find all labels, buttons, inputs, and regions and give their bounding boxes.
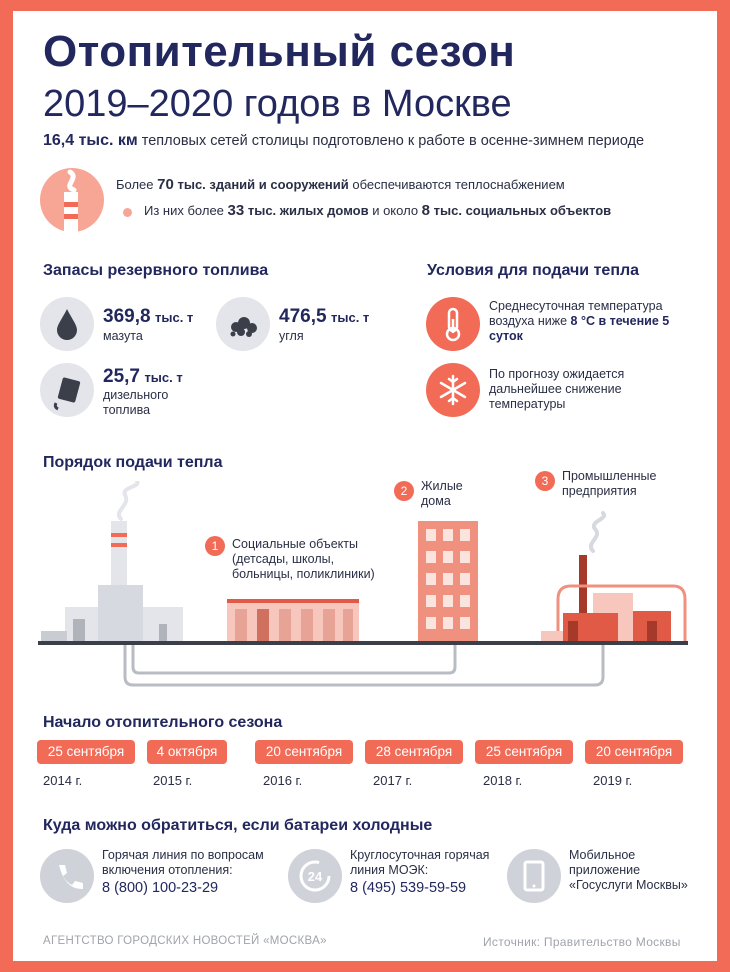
24h-icon: 24 (288, 849, 342, 903)
snowflake-icon (426, 363, 480, 417)
bullet-dot (123, 208, 132, 217)
title-line2: 2019–2020 годов в Москве (43, 83, 512, 125)
heat-supply-illustration (38, 481, 688, 687)
reserve-heading: Запасы резервного топлива (43, 262, 269, 279)
lead-rest: тепловых сетей столицы подготовлено к ра… (141, 133, 645, 149)
season-year-2019: 2019 г. (593, 773, 633, 788)
infographic: Отопительный сезон 2019–2020 годов в Мос… (13, 11, 717, 961)
reserve-label-diesel: дизельного топлива (103, 388, 169, 417)
reserve-label-oil: мазута (103, 329, 143, 343)
contact-hotline-phone[interactable]: 8 (800) 100-23-29 (102, 880, 219, 896)
season-date-2016: 20 сентября (255, 740, 353, 764)
step-3-label: Промышленные предприятия (562, 469, 657, 498)
season-date-2018: 25 сентября (475, 740, 573, 764)
contact-moek-text: Круглосуточная горячая линия МОЭК: (350, 848, 490, 877)
contacts-heading: Куда можно обратиться, если батареи холо… (43, 817, 433, 834)
step-2-label: Жилые дома (421, 479, 463, 508)
step-1-badge: 1 (205, 536, 225, 556)
condition-1: Среднесуточная температура воздуха ниже … (489, 299, 670, 343)
coal-icon (216, 297, 270, 351)
contact-moek-phone[interactable]: 8 (495) 539-59-59 (350, 880, 467, 896)
season-year-2016: 2016 г. (263, 773, 303, 788)
phone-icon (40, 849, 94, 903)
contact-app-text[interactable]: Мобильное приложение «Госуслуги Москвы» (569, 848, 688, 892)
buildings-line2: Из них более 33 тыс. жилых домов и около… (144, 202, 612, 219)
fuel-canister-icon (40, 363, 94, 417)
step-2-badge: 2 (394, 481, 414, 501)
tablet-icon (507, 849, 561, 903)
season-year-2014: 2014 г. (43, 773, 83, 788)
reserve-item-oil: 369,8 тыс. т (103, 306, 194, 327)
oil-drop-icon (40, 297, 94, 351)
buildings-line1: Более 70 тыс. зданий и сооружений обеспе… (116, 176, 565, 193)
season-date-2015: 4 октября (147, 740, 227, 764)
step-3-badge: 3 (535, 471, 555, 491)
season-date-2019: 20 сентября (585, 740, 683, 764)
lead-highlight: 16,4 тыс. км (43, 132, 138, 149)
season-date-2014: 25 сентября (37, 740, 135, 764)
reserve-item-diesel: 25,7 тыс. т (103, 366, 183, 387)
order-heading: Порядок подачи тепла (43, 454, 223, 471)
title-line1: Отопительный сезон (43, 27, 516, 76)
step-1-label: Социальные объекты (детсады, школы, боль… (232, 537, 375, 581)
season-date-2017: 28 сентября (365, 740, 463, 764)
footer-agency: АГЕНТСТВО ГОРОДСКИХ НОВОСТЕЙ «МОСКВА» (43, 935, 327, 947)
conditions-heading: Условия для подачи тепла (427, 262, 640, 279)
season-year-2017: 2017 г. (373, 773, 413, 788)
season-heading: Начало отопительного сезона (43, 714, 283, 731)
thermometer-icon (426, 297, 480, 351)
contact-hotline-text: Горячая линия по вопросам включения отоп… (102, 848, 264, 877)
season-year-2018: 2018 г. (483, 773, 523, 788)
reserve-item-coal: 476,5 тыс. т (279, 306, 370, 327)
chimney-icon (40, 168, 104, 232)
reserve-label-coal: угля (279, 329, 304, 343)
svg-text:24: 24 (308, 869, 323, 884)
lead-text: 16,4 тыс. км тепловых сетей столицы подг… (43, 132, 644, 150)
condition-2: По прогнозу ожидается дальнейшее снижени… (489, 367, 625, 411)
season-year-2015: 2015 г. (153, 773, 193, 788)
footer-source: Источник: Правительство Москвы (483, 935, 681, 949)
